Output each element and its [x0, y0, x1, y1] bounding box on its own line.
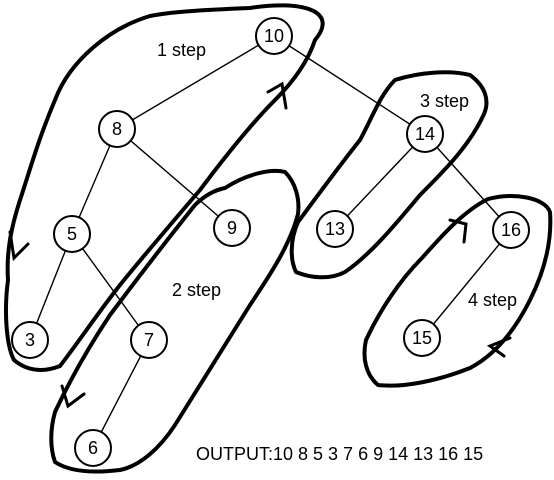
arrow-down-icon — [60, 384, 86, 409]
direction-arrows — [8, 81, 512, 409]
node-3-label: 3 — [25, 330, 35, 350]
node-7-label: 7 — [144, 330, 154, 350]
step3-label: 3 step — [420, 91, 469, 111]
node-14-label: 14 — [415, 124, 435, 144]
edge-14-13 — [334, 133, 426, 230]
step4-loop — [362, 194, 553, 388]
tree-nodes: 10 8 5 3 7 6 9 14 — [11, 17, 530, 467]
traversal-output: OUTPUT:10 8 5 3 7 6 9 14 13 16 15 — [196, 444, 483, 464]
step3-loop — [289, 70, 489, 280]
edge-5-7 — [71, 233, 150, 341]
edge-14-16 — [424, 133, 512, 231]
node-14: 14 — [406, 115, 444, 153]
step1-label: 1 step — [157, 40, 206, 60]
node-6-label: 6 — [88, 438, 98, 458]
node-5: 5 — [53, 215, 91, 253]
edge-7-6 — [92, 339, 150, 449]
node-10-label: 10 — [264, 26, 284, 46]
node-6: 6 — [74, 429, 112, 467]
edge-8-9 — [116, 128, 233, 229]
node-15: 15 — [403, 319, 441, 357]
node-8-label: 8 — [112, 119, 122, 139]
node-16: 16 — [492, 211, 530, 249]
arrow-right-icon — [448, 218, 468, 244]
traversal-loops — [4, 3, 553, 474]
edge-10-14 — [273, 35, 426, 135]
node-3: 3 — [11, 321, 49, 359]
step2-loop — [49, 168, 301, 474]
step1-loop — [4, 3, 325, 372]
node-15-label: 15 — [412, 328, 432, 348]
tree-edges — [29, 35, 512, 449]
node-10: 10 — [255, 17, 293, 55]
arrow-left-icon — [486, 336, 512, 358]
node-16-label: 16 — [501, 220, 521, 240]
node-7: 7 — [130, 321, 168, 359]
node-9-label: 9 — [227, 218, 237, 238]
edge-10-8 — [116, 35, 275, 130]
arrow-up-icon — [266, 81, 288, 110]
node-5-label: 5 — [67, 224, 77, 244]
step2-label: 2 step — [172, 280, 221, 300]
node-8: 8 — [98, 110, 136, 148]
edge-8-5 — [71, 128, 118, 235]
node-13: 13 — [316, 210, 354, 248]
edge-16-15 — [421, 229, 512, 339]
arrow-down-left-icon — [8, 230, 30, 262]
step4-label: 4 step — [468, 290, 517, 310]
node-13-label: 13 — [325, 219, 345, 239]
node-9: 9 — [213, 209, 251, 247]
edge-5-3 — [29, 233, 73, 341]
